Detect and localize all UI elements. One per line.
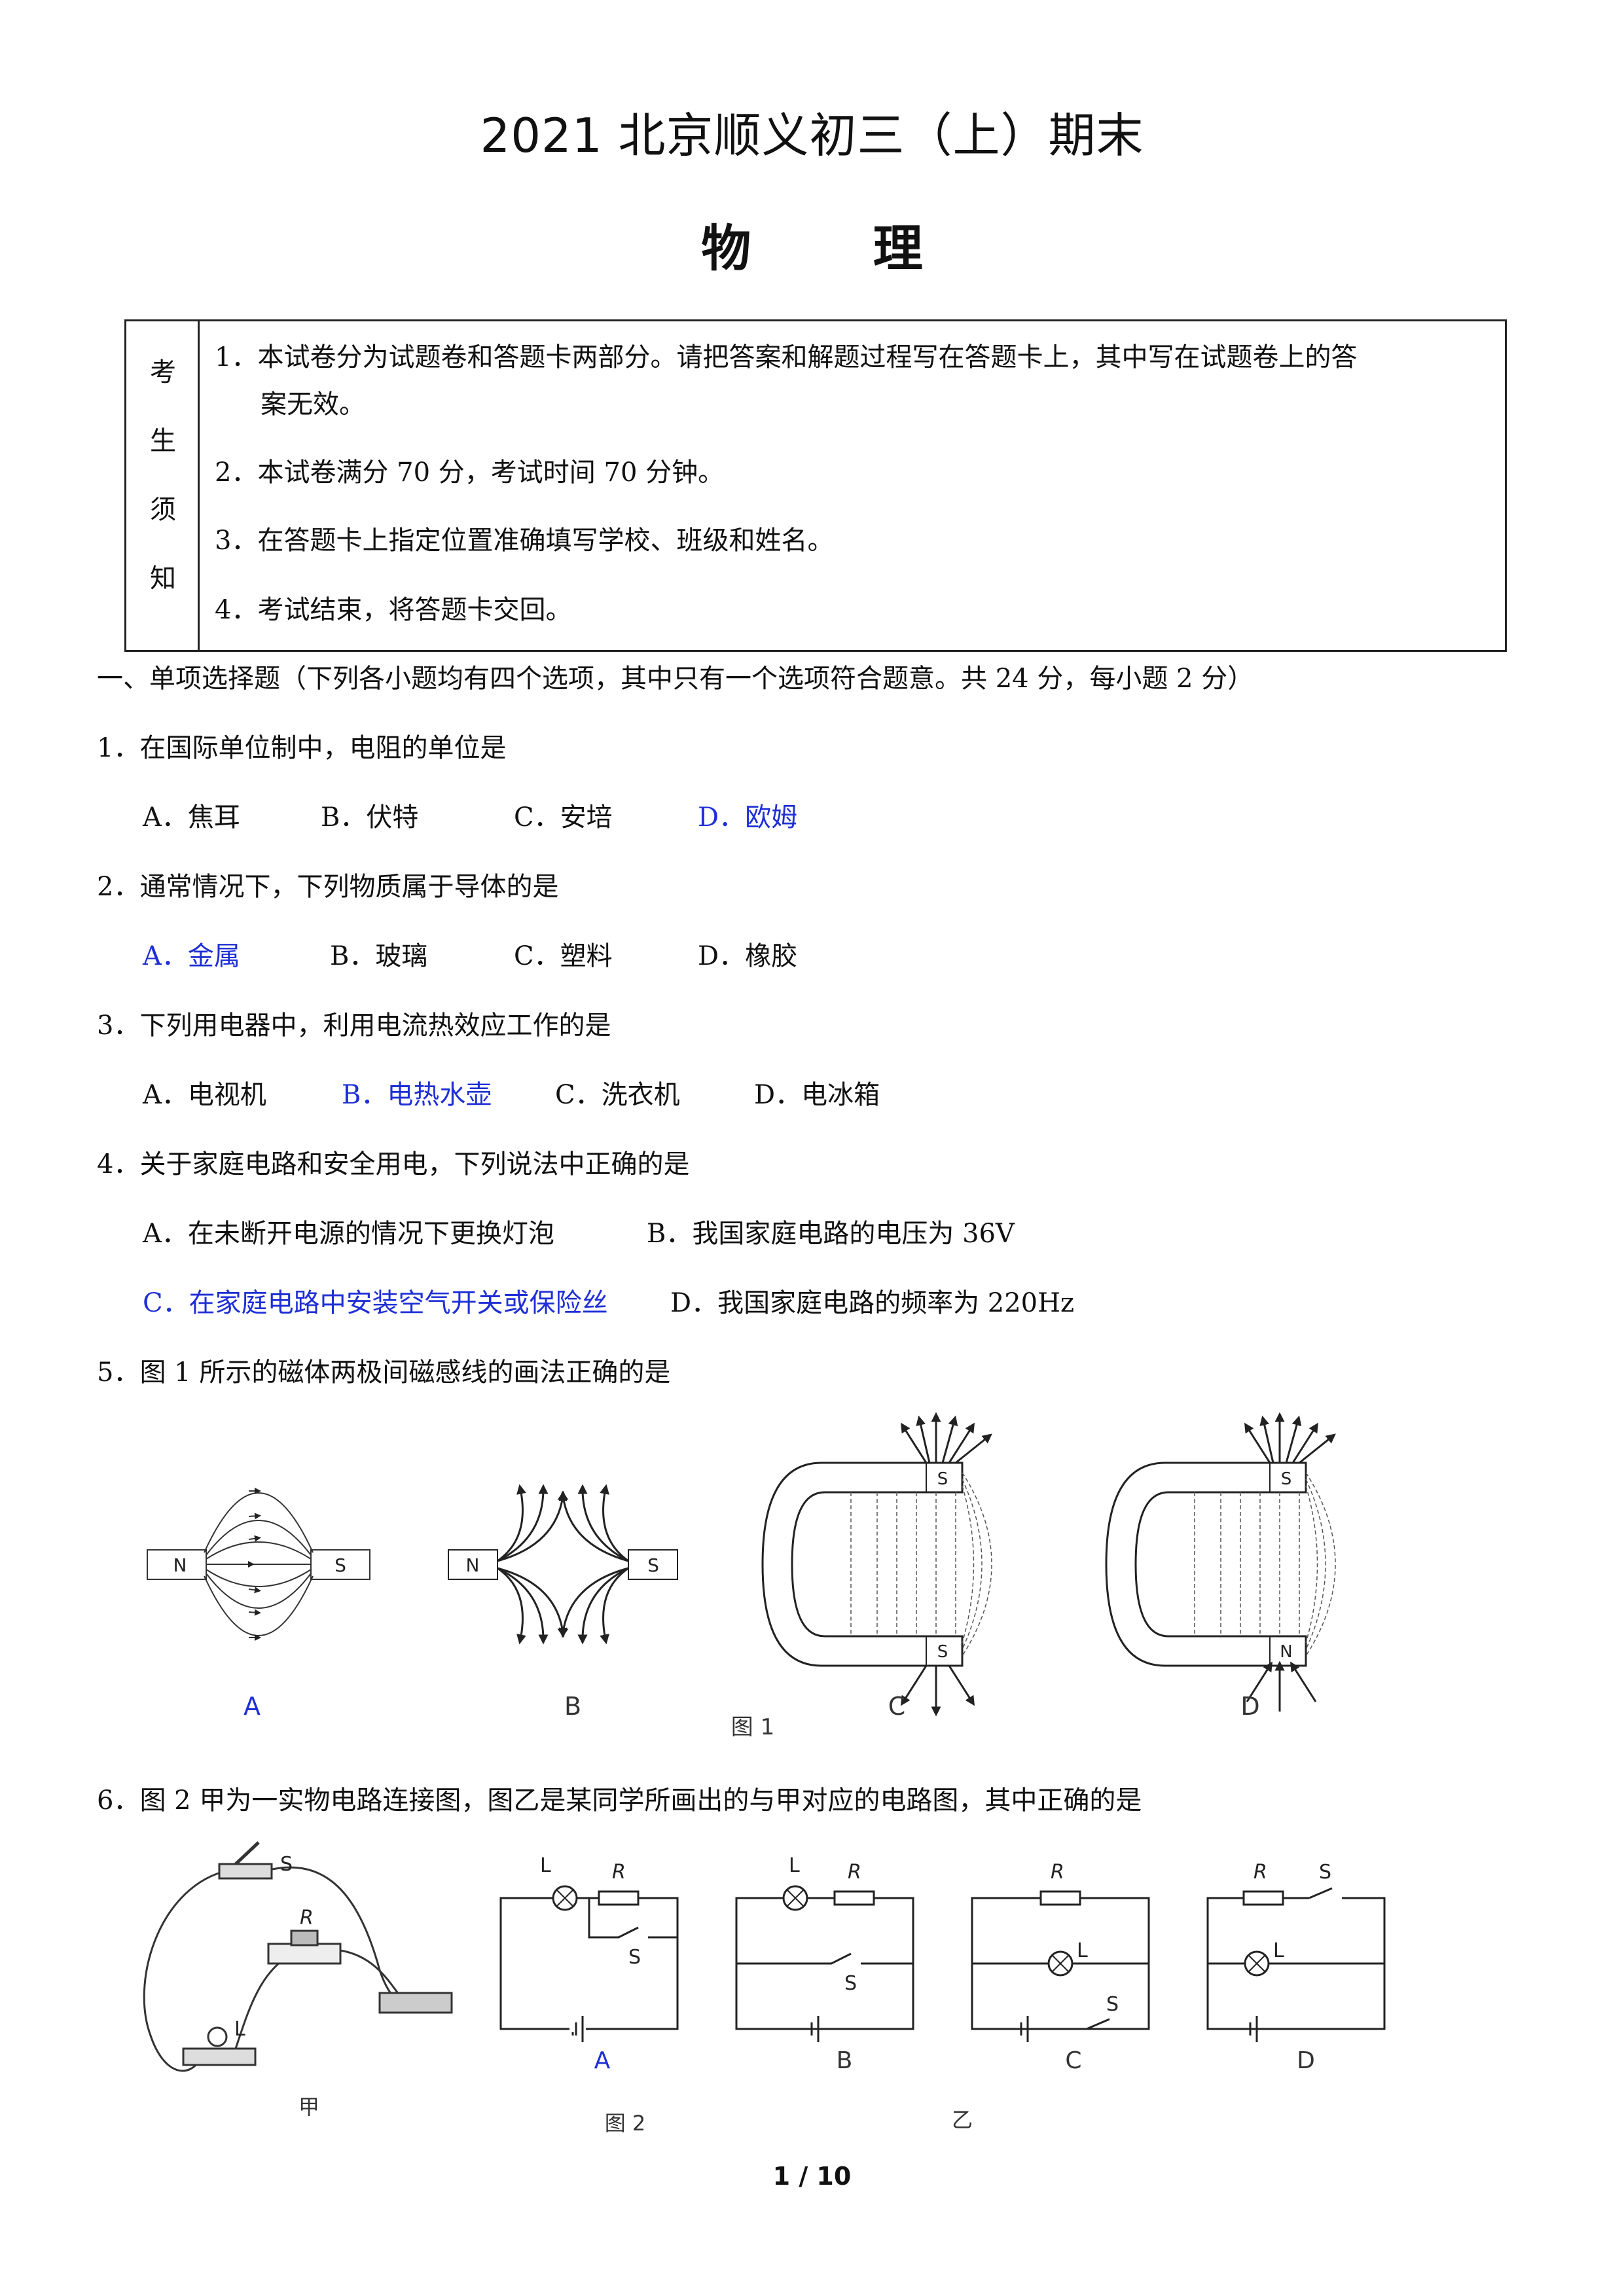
- figure-2-panel-b: [735, 1885, 914, 2042]
- figure-2-circuit-diagrams: S R L 甲 L R S A L R S B R L S: [143, 1841, 1386, 2136]
- component-label: R: [612, 1861, 626, 1884]
- component-label: S: [844, 1972, 857, 1995]
- component-label: S: [1319, 1861, 1331, 1884]
- option: B．我国家庭电路的电压为 36V: [647, 1219, 1015, 1249]
- option: B．伏特: [321, 802, 419, 833]
- question-stem: 1．在国际单位制中，电阻的单位是: [97, 733, 507, 763]
- figure-1-panel-c: [761, 1412, 992, 1717]
- option: A．在未断开电源的情况下更换灯泡: [143, 1219, 554, 1249]
- panel-label: D: [1240, 1692, 1259, 1721]
- panel-label: A: [244, 1692, 261, 1721]
- exam-title: 2021 北京顺义初三（上）期末: [480, 108, 1144, 163]
- page-number: 1 / 10: [772, 2162, 852, 2191]
- pole-label: N: [173, 1554, 187, 1576]
- section-title: 一、单项选择题（下列各小题均有四个选项，其中只有一个选项符合题意。共 24 分，…: [97, 664, 1254, 694]
- option: A．焦耳: [143, 802, 240, 833]
- component-label: R: [300, 1907, 314, 1929]
- component-label: S: [280, 1853, 293, 1876]
- option: B．玻璃: [330, 941, 428, 971]
- panel-label: A: [594, 2047, 611, 2074]
- notice-item-continued: 案无效。: [261, 389, 365, 420]
- notice-box: 考 生 须 知 1．本试卷分为试题卷和答题卡两部分。请把答案和解题过程写在答题卡…: [124, 319, 1507, 652]
- figure-1-panel-d: [1105, 1412, 1336, 1712]
- figure-1-panel-a: [147, 1488, 370, 1641]
- component-label: S: [628, 1946, 641, 1969]
- notice-item: 4．考试结束，将答题卡交回。: [215, 595, 572, 625]
- component-label: L: [1273, 1939, 1284, 1962]
- option: C．洗衣机: [555, 1080, 680, 1110]
- notice-item: 2．本试卷满分 70 分，考试时间 70 分钟。: [215, 457, 725, 488]
- question-stem: 6．图 2 甲为一实物电路连接图，图乙是某同学所画出的与甲对应的电路图，其中正确…: [97, 1785, 1142, 1816]
- question-stem: 4．关于家庭电路和安全用电，下列说法中正确的是: [97, 1149, 690, 1179]
- question-stem: 2．通常情况下，下列物质属于导体的是: [97, 872, 559, 902]
- option: D．橡胶: [698, 941, 798, 971]
- component-label: R: [848, 1861, 861, 1884]
- component-label: L: [1077, 1939, 1088, 1962]
- component-label: R: [1254, 1861, 1267, 1884]
- notice-heading-cell: 考 生 须 知: [126, 321, 200, 650]
- pole-label: S: [1281, 1469, 1292, 1489]
- panel-label: B: [837, 2047, 853, 2074]
- pole-label: S: [334, 1554, 346, 1576]
- option: A．电视机: [143, 1080, 266, 1110]
- component-label: L: [540, 1854, 551, 1877]
- question-stem: 5．图 1 所示的磁体两极间磁感线的画法正确的是: [97, 1357, 671, 1388]
- figure-2-panel-c: [971, 1890, 1150, 2042]
- component-label: R: [1051, 1861, 1064, 1884]
- figure-caption: 图 2: [605, 2111, 646, 2136]
- component-label: S: [1106, 1993, 1119, 2016]
- notice-item: 1．本试卷分为试题卷和答题卡两部分。请把答案和解题过程写在答题卡上，其中写在试题…: [215, 342, 1358, 372]
- pole-label: S: [937, 1642, 948, 1662]
- option-correct: C．在家庭电路中安装空气开关或保险丝: [143, 1288, 608, 1318]
- figure-2-panel-a: [499, 1885, 679, 2042]
- figure-2-panel-d: [1206, 1887, 1386, 2042]
- pole-label: N: [466, 1554, 480, 1576]
- component-label: L: [789, 1854, 800, 1877]
- figure-2-physical-circuit: [143, 1841, 453, 2072]
- figure-caption: 图 1: [731, 1714, 774, 1740]
- panel-label: C: [888, 1692, 906, 1721]
- panel-label: D: [1297, 2047, 1315, 2074]
- notice-item: 3．在答题卡上指定位置准确填写学校、班级和姓名。: [215, 526, 834, 556]
- notice-heading-char: 知: [150, 564, 176, 594]
- figure-sublabel: 乙: [952, 2108, 973, 2132]
- notice-heading-char: 生: [150, 426, 176, 456]
- notice-heading-char: 考: [150, 357, 176, 387]
- question-stem: 3．下列用电器中，利用电流热效应工作的是: [97, 1011, 611, 1041]
- panel-label: C: [1065, 2047, 1081, 2074]
- subject-title: 物 理: [701, 219, 923, 278]
- panel-label: B: [564, 1692, 581, 1721]
- option: D．我国家庭电路的频率为 220Hz: [670, 1288, 1075, 1318]
- component-label: L: [234, 2018, 245, 2041]
- figure-1-magnetic-field-lines: N S A N S B S S C 图 1: [147, 1412, 1336, 1740]
- option-correct: B．电热水壶: [342, 1080, 492, 1110]
- option: D．电冰箱: [754, 1080, 880, 1110]
- option: C．塑料: [514, 941, 613, 971]
- option-correct: D．欧姆: [698, 802, 798, 833]
- pole-label: N: [1280, 1642, 1292, 1662]
- pole-label: S: [937, 1469, 948, 1489]
- option-correct: A．金属: [143, 941, 240, 971]
- pole-label: S: [647, 1554, 659, 1576]
- figure-sublabel: 甲: [298, 2094, 319, 2119]
- notice-heading-char: 须: [150, 495, 176, 525]
- option: C．安培: [514, 802, 613, 833]
- figure-1-panel-b: [448, 1484, 678, 1645]
